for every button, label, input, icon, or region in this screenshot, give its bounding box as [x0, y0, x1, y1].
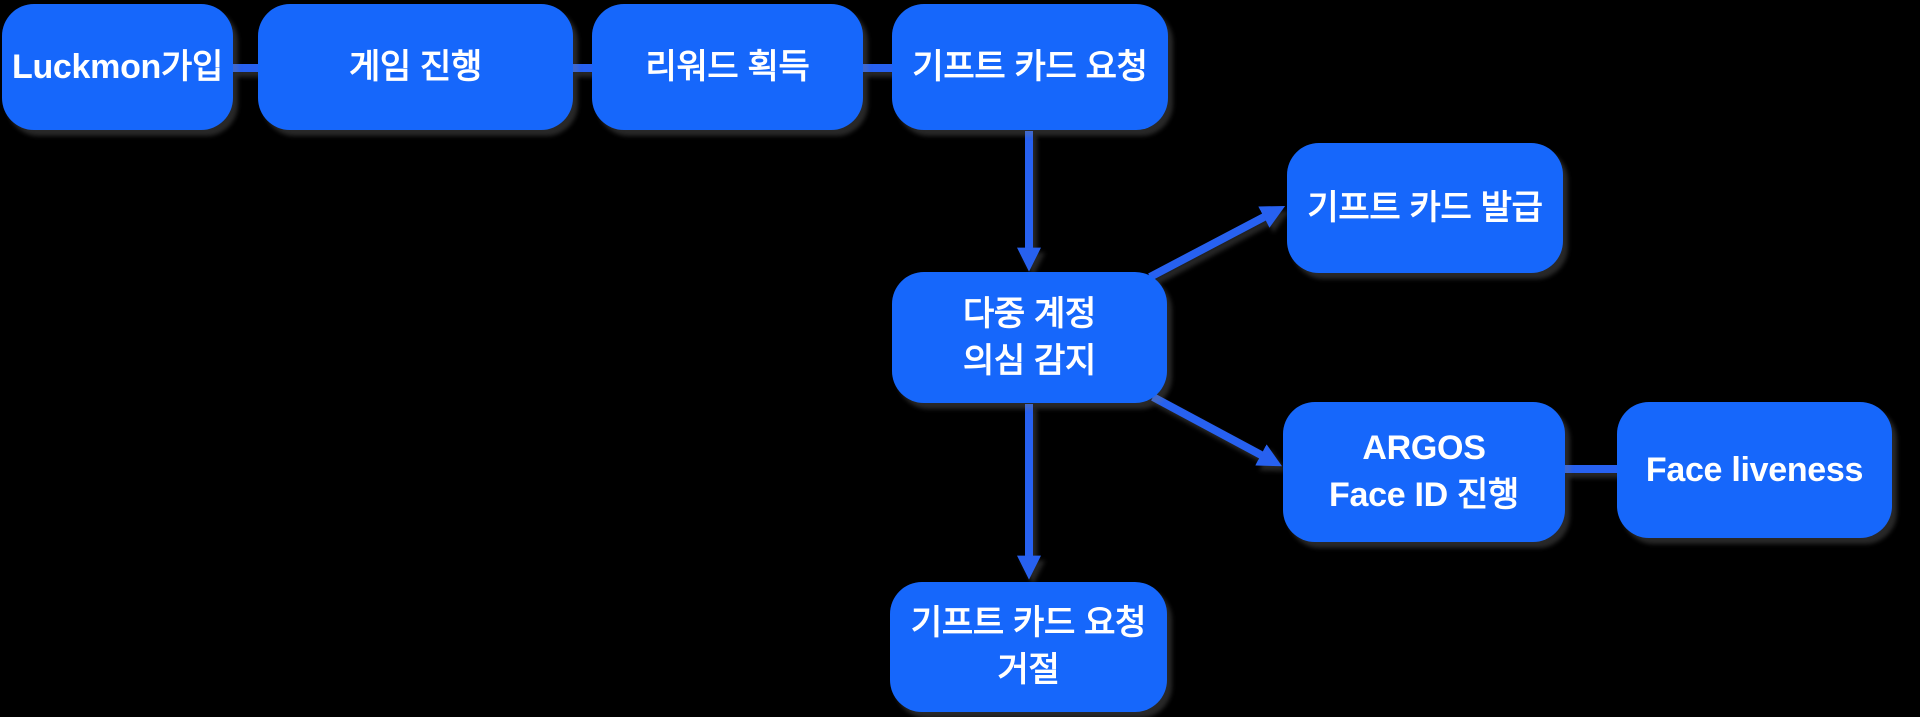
flow-node-label: 기프트 카드 요청 거절: [910, 604, 1147, 689]
flow-node-giftcard-request[interactable]: 기프트 카드 요청: [892, 4, 1168, 130]
flow-node-label: 다중 계정 의심 감지: [962, 294, 1097, 380]
flow-node-label: Luckmon가입: [12, 47, 223, 86]
edge-multi-account-to-argos-faceid: [1151, 393, 1283, 467]
flow-node-label: 리워드 획득: [645, 47, 810, 86]
flow-node-face-liveness[interactable]: Face liveness: [1617, 402, 1892, 538]
flow-node-luckmon-signup[interactable]: Luckmon가입: [2, 4, 233, 130]
flow-node-giftcard-reject[interactable]: 기프트 카드 요청 거절: [890, 582, 1167, 712]
flow-node-argos-face-id[interactable]: ARGOS Face ID 진행: [1283, 402, 1565, 542]
flow-node-reward-earned[interactable]: 리워드 획득: [592, 4, 863, 130]
edge-multi-account-to-giftcard-issue: [1148, 205, 1286, 281]
flow-node-game-play[interactable]: 게임 진행: [258, 4, 573, 130]
flow-node-multi-account-suspicion[interactable]: 다중 계정 의심 감지: [892, 272, 1167, 403]
flow-node-label: ARGOS Face ID 진행: [1329, 429, 1519, 514]
flow-node-label: Face liveness: [1645, 450, 1864, 489]
flow-node-label: 기프트 카드 요청: [912, 47, 1148, 86]
flow-node-label: 게임 진행: [348, 47, 483, 86]
flow-node-giftcard-issue[interactable]: 기프트 카드 발급: [1287, 143, 1563, 273]
flow-node-label: 기프트 카드 발급: [1307, 188, 1543, 227]
